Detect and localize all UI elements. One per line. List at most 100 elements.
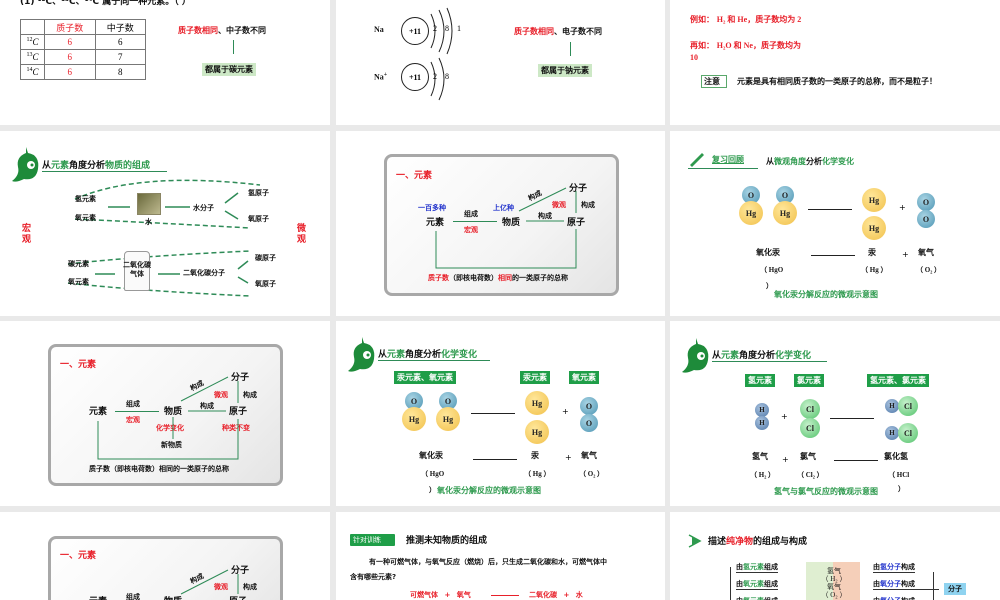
element-oxygen-2: 氧元素 <box>68 278 89 286</box>
composes-label: 组成 <box>126 593 140 600</box>
molecule-tag: 分子 <box>944 583 966 595</box>
down-arrow <box>233 40 234 54</box>
chlorine-atom: Cl <box>800 418 820 438</box>
question-line-2: 含有哪些元素? <box>350 573 397 581</box>
reactant-name: 氧化汞 <box>756 248 780 257</box>
micro-label: 微观 <box>297 224 307 245</box>
table-header <box>20 19 45 35</box>
reactant-formula: （ HgO <box>760 266 784 274</box>
na-shell-counts: 2 8 1 <box>433 24 464 33</box>
example-2: 再如： H₂O 和 Ne，质子数均为 <box>690 41 801 50</box>
substance-node: 物质 <box>502 218 521 228</box>
constitutes-label-2: 构成 <box>243 391 257 399</box>
isotope-table: 质子数 中子数 12C 6 6 13C 6 7 14C 6 8 <box>20 19 146 80</box>
concept-arrows <box>180 569 239 595</box>
right-bracket-line <box>933 572 934 600</box>
na-ion-label: Na+ <box>374 72 388 82</box>
molecule-co2: 二氧化碳分子 <box>183 269 225 277</box>
slide-5-element-concept-board[interactable]: 一、元素 一百多种 元素 组成 宏观 上亿种 物质 分子 原子 构成 微观 构成… <box>336 131 665 316</box>
slide-6-mercury-oxide-micro[interactable]: 复习回顾 从微观角度分析化学变化 O Hg O Hg Hg Hg + O O 氧… <box>670 131 1000 316</box>
slide-title: 从元素角度分析化学变化 <box>712 351 812 361</box>
right-item: 由氧分子构成 <box>873 579 939 590</box>
tag-hydrogen: 氢元素 <box>745 374 775 387</box>
word-equation: 可燃气体 + 氧气 <box>410 591 471 599</box>
slide-7-element-chemical-change-board[interactable]: 一、元素 元素 组成 宏观 物质 分子 原子 构成 微观 构成 构成 化学变化 … <box>0 321 330 506</box>
substance-water: 水 <box>145 218 152 226</box>
element-node: 元素 <box>89 594 107 600</box>
substance-count: 上亿种 <box>493 204 514 212</box>
atom-oxygen: 氧原子 <box>248 215 269 223</box>
product2-name: 氧气 <box>918 248 934 257</box>
reaction-arrow <box>830 418 874 419</box>
slide-8-mercury-oxide-elements[interactable]: 从元素角度分析化学变化 汞元素、氧元素 汞元素 氧元素 O Hg O Hg Hg… <box>336 321 665 506</box>
reactant-formula: （ HgO <box>421 470 445 478</box>
word-reaction-arrow <box>811 255 855 256</box>
concept-arrows <box>97 376 239 460</box>
slide-11-targeted-practice[interactable]: 针对训练 推测未知物质的组成 有一种可燃气体，与氧气反应（燃烧）后，只生成二氧化… <box>336 512 665 600</box>
oxygen-atom: O <box>917 193 935 211</box>
hydrogen-atom: H <box>755 416 769 430</box>
reaction-arrow <box>471 413 515 414</box>
product-name: 氯化氢 <box>884 452 908 461</box>
slide-4-element-composition[interactable]: 从元素角度分析物质的组成 氢元素 氧元素 水 水分子 氢原子 氧原子 宏观 微观… <box>0 131 330 316</box>
tag-reactant-elements: 汞元素、氧元素 <box>394 371 456 384</box>
slide-title: 从元素角度分析化学变化 <box>378 350 478 360</box>
molecule-node: 分子 <box>231 566 250 576</box>
observation-note: 质子数相同、中子数不同 <box>178 26 266 35</box>
mascot-icon <box>682 338 709 373</box>
mercury-atom: Hg <box>525 391 549 415</box>
na-electron-shells-icon <box>430 7 453 55</box>
slide-2-sodium-ion[interactable]: Na +11 2 8 1 Na+ +11 2 8 质子数相同、电子数不同 都属于… <box>336 0 665 125</box>
na-ion-electron-shells-icon <box>430 57 445 101</box>
left-bracket-line <box>730 567 731 600</box>
whiteboard <box>48 536 283 600</box>
atom-oxygen-2: 氧原子 <box>255 280 276 288</box>
reactant2-formula: （ Cl₂ ） <box>797 471 824 479</box>
new-substance-node: 新物质 <box>161 441 182 449</box>
constitutes-label-2: 构成 <box>581 201 595 209</box>
product1-formula: （ Hg ） <box>861 266 888 274</box>
reactant-name: 氧化汞 <box>419 451 443 460</box>
concept-arrows <box>435 187 577 269</box>
product2-formula: （ O₂ ） <box>579 470 605 478</box>
slide-10-element-board-partial[interactable]: 一、元素 分子 构成 微观 构成 元素 组成 物质 原子 <box>0 512 330 600</box>
mercury-atom: Hg <box>402 407 426 431</box>
product2-formula: （ O₂ ） <box>916 266 942 274</box>
type-unchanged-label: 种类不变 <box>222 424 250 432</box>
oxygen-atom: O <box>742 186 760 204</box>
slide-3-element-note[interactable]: 例如： H₂ 和 He，质子数均为 2 再如： H₂O 和 Ne，质子数均为 1… <box>670 0 1000 125</box>
composes-label: 组成 <box>464 210 478 218</box>
slide-title: 从元素角度分析物质的组成 <box>42 161 151 171</box>
left-item: 由氧元素组成 <box>736 580 778 590</box>
slide-9-hydrogen-chlorine[interactable]: 从元素角度分析化学变化 氢元素 氯元素 氢元素、氯元素 H H + Cl Cl … <box>670 321 1000 506</box>
mercury-atom: Hg <box>525 420 549 444</box>
word-reaction-arrow <box>834 460 878 461</box>
diagram-caption: 氢气与氯气反应的微观示意图 <box>774 487 878 496</box>
dashed-connector-lines <box>67 179 261 297</box>
slide-12-pure-substance[interactable]: 描述纯净物的组成与构成 氢气（ H₂ ）氧气（ O₂ ） 由氢元素组成 由氧元素… <box>670 512 1000 600</box>
plus-sign: + <box>782 455 789 464</box>
micro-label: 微观 <box>214 583 228 591</box>
slide-title: 推测未知物质的组成 <box>406 536 488 546</box>
slide-title: 从微观角度分析化学变化 <box>766 157 854 166</box>
na-label: Na <box>374 25 384 34</box>
substance-co2: 二氧化碳气体 <box>123 261 151 278</box>
macro-label: 宏观 <box>22 224 32 245</box>
observation-note: 质子数相同、电子数不同 <box>514 27 602 36</box>
oxygen-atom: O <box>580 414 598 432</box>
note-text: 元素是具有相同质子数的一类原子的总称，而不是粒子！ <box>737 77 937 86</box>
macro-label: 宏观 <box>464 226 478 234</box>
badge-underline <box>688 168 758 169</box>
composes-arrow <box>453 221 497 222</box>
substance-node: 物质 <box>164 594 182 600</box>
conclusion-box: 都属于碳元素 <box>202 63 256 76</box>
tag-product2-element: 氧元素 <box>569 371 599 384</box>
slide-1-carbon-isotopes[interactable]: (1) ¹²C、¹³C、¹⁴C 属于同一种元素。（ ） 质子数 中子数 12C … <box>0 0 330 125</box>
element-node: 元素 <box>426 218 445 228</box>
center-box-left <box>806 562 833 600</box>
element-hydrogen: 氢元素 <box>75 195 96 203</box>
na-nucleus: +11 <box>401 17 429 45</box>
atom-node: 原子 <box>229 594 247 600</box>
tag-chlorine: 氯元素 <box>794 374 824 387</box>
